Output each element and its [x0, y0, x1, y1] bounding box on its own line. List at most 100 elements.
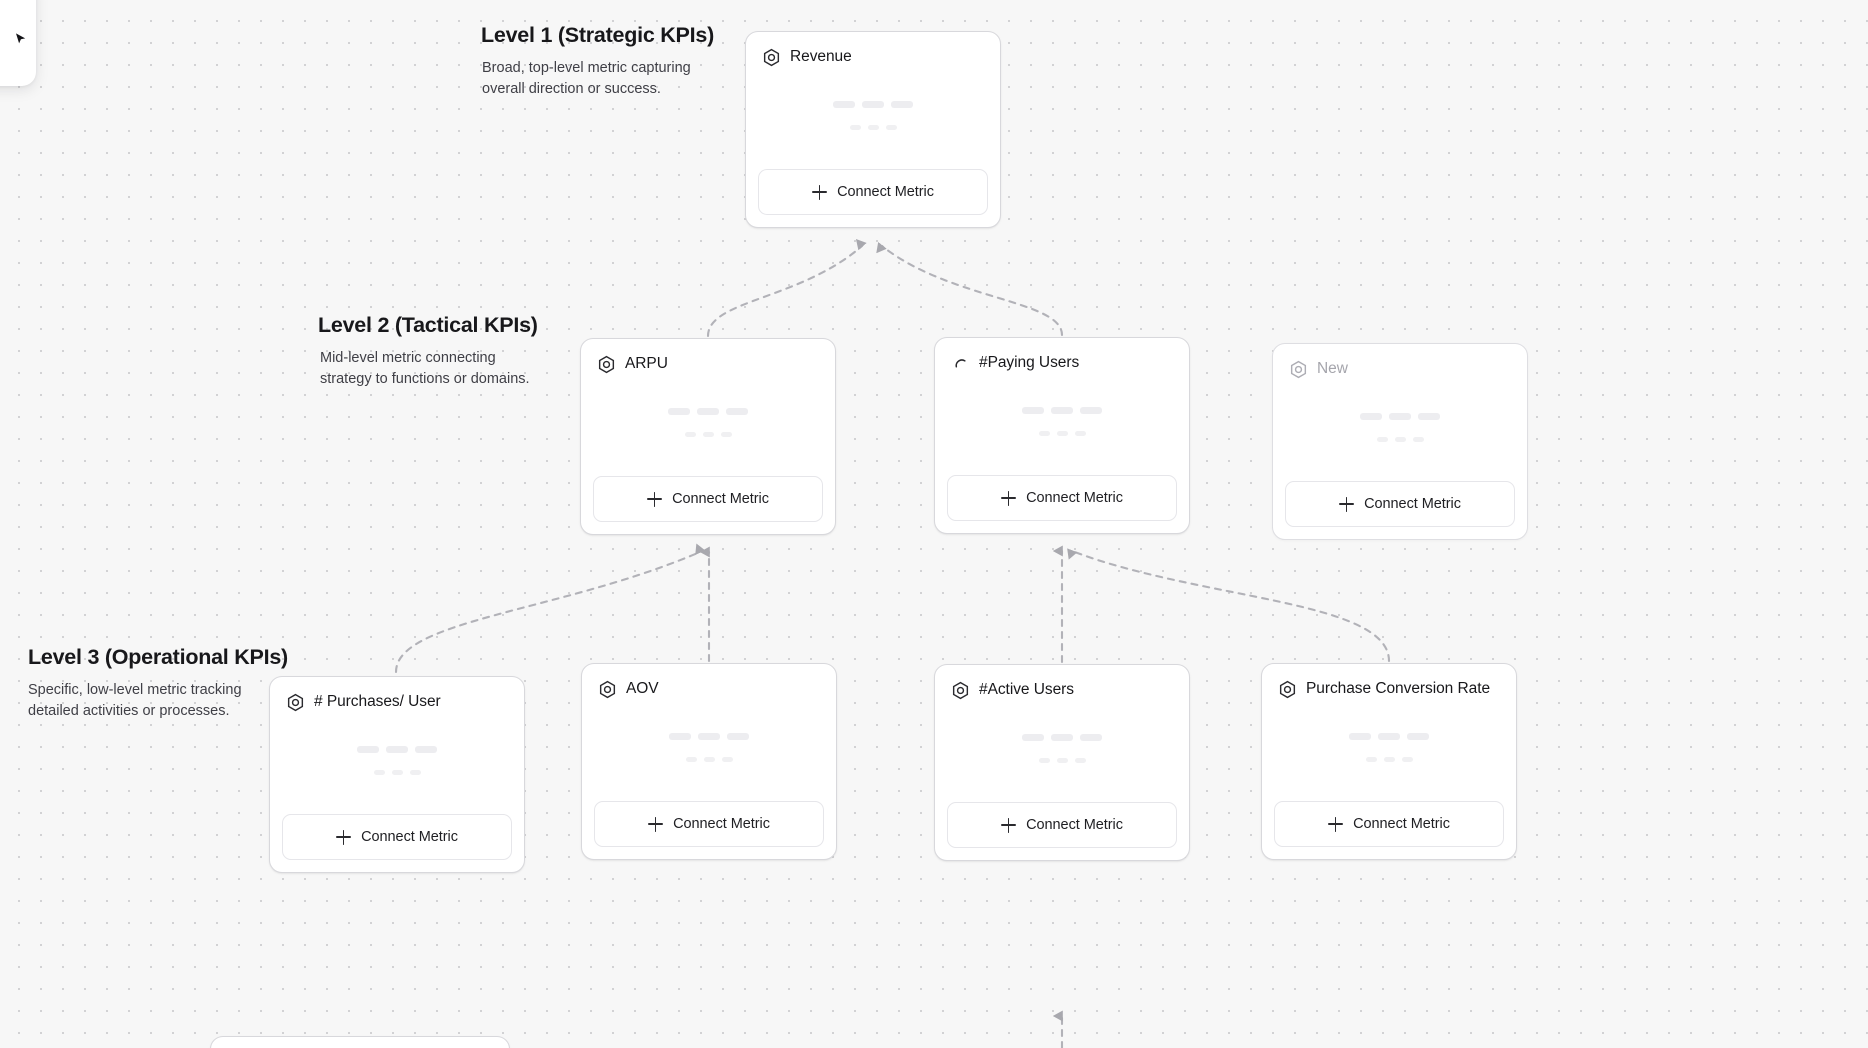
skeleton-secondary-row: [373, 769, 421, 775]
level-3-annotation: Level 3 (Operational KPIs) Specific, low…: [28, 644, 288, 723]
skeleton-bar: [891, 100, 913, 108]
level-2-desc-line-1: Mid-level metric connecting: [320, 349, 496, 366]
connect-metric-label: Connect Metric: [837, 184, 934, 200]
card-header: AOV: [582, 664, 836, 699]
connect-metric-button[interactable]: Connect Metric: [593, 476, 823, 522]
skeleton-bar: [1074, 757, 1086, 763]
connect-metric-button[interactable]: Connect Metric: [1285, 481, 1515, 527]
skeleton-secondary-row: [1038, 757, 1086, 763]
connect-metric-label: Connect Metric: [673, 816, 770, 832]
skeleton-bar: [867, 124, 879, 130]
hexagon-target-icon: [762, 48, 781, 67]
skeleton-bar: [1080, 406, 1102, 414]
skeleton-bar: [1080, 733, 1102, 741]
metric-card-revenue[interactable]: Revenue Connect Metric: [745, 31, 1001, 228]
skeleton-bar: [1051, 406, 1073, 414]
hexagon-target-icon: [597, 355, 616, 374]
card-title: #Paying Users: [979, 354, 1080, 372]
connect-metric-button[interactable]: Connect Metric: [947, 802, 1177, 848]
card-skeleton-body: [270, 712, 524, 814]
level-2-annotation: Level 2 (Tactical KPIs) Mid-level metric…: [318, 312, 538, 391]
connect-metric-button[interactable]: Connect Metric: [947, 475, 1177, 521]
skeleton-bar: [1418, 412, 1440, 420]
skeleton-bar: [1056, 757, 1068, 763]
skeleton-bar: [1022, 406, 1044, 414]
skeleton-secondary-row: [1038, 430, 1086, 436]
connect-metric-label: Connect Metric: [361, 829, 458, 845]
skeleton-bar: [669, 732, 691, 740]
skeleton-bar: [391, 769, 403, 775]
metric-card-purchases-user[interactable]: # Purchases/ User Connect Metric: [269, 676, 525, 873]
skeleton-secondary-row: [849, 124, 897, 130]
connect-metric-button[interactable]: Connect Metric: [758, 169, 988, 215]
level-2-description: Mid-level metric connecting strategy to …: [318, 348, 538, 391]
skeleton-secondary-row: [685, 756, 733, 762]
metric-card-purchase-conversion-rate[interactable]: Purchase Conversion Rate Connect Metric: [1261, 663, 1517, 860]
skeleton-secondary-row: [1376, 436, 1424, 442]
hexagon-target-icon: [951, 681, 970, 700]
metric-card-arpu[interactable]: ARPU Connect Metric: [580, 338, 836, 535]
skeleton-bar: [1038, 430, 1050, 436]
skeleton-primary-row: [357, 745, 437, 753]
plus-icon: [812, 184, 828, 200]
level-3-description: Specific, low-level metric tracking deta…: [28, 680, 288, 723]
card-header: # Purchases/ User: [270, 677, 524, 712]
skeleton-primary-row: [669, 732, 749, 740]
card-title: # Purchases/ User: [314, 693, 441, 711]
skeleton-bar: [1365, 756, 1377, 762]
connect-metric-label: Connect Metric: [672, 491, 769, 507]
skeleton-primary-row: [1349, 732, 1429, 740]
connect-metric-label: Connect Metric: [1026, 490, 1123, 506]
skeleton-bar: [1360, 412, 1382, 420]
skeleton-primary-row: [1022, 406, 1102, 414]
skeleton-bar: [1376, 436, 1388, 442]
connect-metric-button[interactable]: Connect Metric: [594, 801, 824, 847]
skeleton-bar: [357, 745, 379, 753]
plus-icon: [1001, 817, 1017, 833]
metric-card-aov[interactable]: AOV Connect Metric: [581, 663, 837, 860]
metric-card-paying-users[interactable]: #Paying Users Connect Metric: [934, 337, 1190, 534]
skeleton-primary-row: [833, 100, 913, 108]
skeleton-bar: [727, 732, 749, 740]
plus-icon: [336, 829, 352, 845]
plus-icon: [1328, 816, 1344, 832]
hexagon-target-icon: [598, 680, 617, 699]
skeleton-bar: [1378, 732, 1400, 740]
level-3-title: Level 3 (Operational KPIs): [28, 645, 288, 669]
plus-icon: [1001, 490, 1017, 506]
skeleton-bar: [1022, 733, 1044, 741]
plus-icon: [647, 491, 663, 507]
metric-card-offscreen-bottom[interactable]: [210, 1036, 510, 1048]
skeleton-bar: [698, 732, 720, 740]
card-title: Revenue: [790, 48, 852, 66]
level-3-desc-line-2: detailed activities or processes.: [28, 703, 230, 720]
connect-metric-label: Connect Metric: [1026, 817, 1123, 833]
metric-card-active-users[interactable]: #Active Users Connect Metric: [934, 664, 1190, 861]
skeleton-bar: [726, 407, 748, 415]
edge-pcr-to-paying-users: [1067, 548, 1391, 663]
skeleton-bar: [386, 745, 408, 753]
hexagon-target-icon: [1278, 680, 1297, 699]
card-title: AOV: [626, 680, 659, 698]
skeleton-bar: [685, 756, 697, 762]
skeleton-bar: [702, 431, 714, 437]
connect-metric-label: Connect Metric: [1353, 816, 1450, 832]
card-title: New: [1317, 360, 1348, 378]
connect-metric-button[interactable]: Connect Metric: [282, 814, 512, 860]
edge-purchases-user-to-arpu: [394, 543, 706, 674]
skeleton-primary-row: [668, 407, 748, 415]
card-skeleton-body: [581, 374, 835, 476]
skeleton-secondary-row: [684, 431, 732, 437]
connect-metric-button[interactable]: Connect Metric: [1274, 801, 1504, 847]
skeleton-bar: [720, 431, 732, 437]
card-header: Purchase Conversion Rate: [1262, 664, 1516, 699]
skeleton-bar: [373, 769, 385, 775]
skeleton-bar: [849, 124, 861, 130]
metric-card-new[interactable]: New Connect Metric: [1272, 343, 1528, 540]
skeleton-bar: [1051, 733, 1073, 741]
level-1-annotation: Level 1 (Strategic KPIs) Broad, top-leve…: [481, 22, 714, 101]
floating-toolbar-panel[interactable]: [0, 0, 36, 86]
card-header: ARPU: [581, 339, 835, 374]
hexagon-target-icon: [286, 693, 305, 712]
level-1-desc-line-1: Broad, top-level metric capturing: [482, 59, 691, 76]
